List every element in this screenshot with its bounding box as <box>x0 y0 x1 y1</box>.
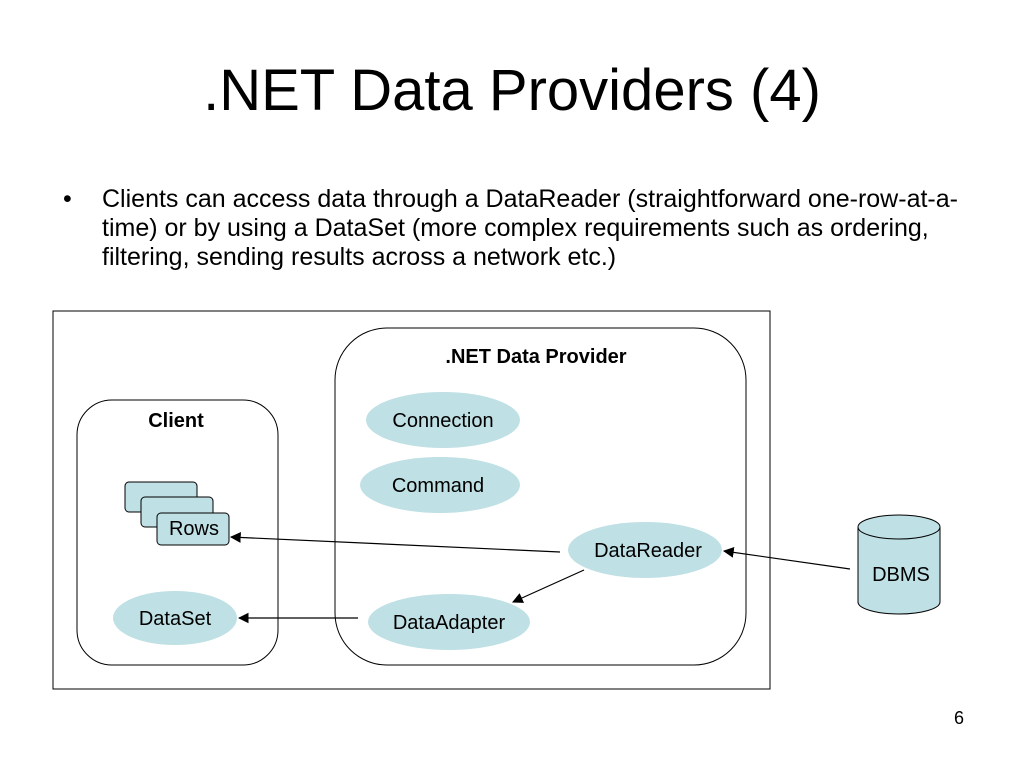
dbms-cylinder <box>857 514 941 615</box>
arrow-datareader-to-dataadapter <box>512 569 585 603</box>
page-number: 6 <box>953 708 964 728</box>
dbms-label: DBMS <box>872 564 930 586</box>
bullet-item: • Clients can access data through a Data… <box>55 185 975 272</box>
connection-oval <box>366 392 520 448</box>
datareader-oval <box>568 522 722 578</box>
dataadapter-label: DataAdapter <box>393 612 506 634</box>
command-label: Command <box>392 475 484 497</box>
dataset-label: DataSet <box>139 608 212 630</box>
command-oval <box>360 457 520 513</box>
bullet-list: • Clients can access data through a Data… <box>55 185 975 272</box>
datareader-label: DataReader <box>594 540 702 562</box>
dataadapter-oval <box>368 594 530 650</box>
provider-group-title: .NET Data Provider <box>445 346 626 368</box>
bullet-text: Clients can access data through a DataRe… <box>102 185 958 271</box>
slide-title: .NET Data Providers (4) <box>203 58 821 123</box>
connection-label: Connection <box>392 410 493 432</box>
rows-label: Rows <box>169 518 219 540</box>
arrow-dbms-to-datareader <box>722 547 851 570</box>
arrow-datareader-to-rows <box>229 532 561 553</box>
dataset-oval <box>113 591 237 645</box>
diagram-frame <box>52 310 771 690</box>
client-group-title: Client <box>148 410 204 432</box>
bullet-marker: • <box>63 185 72 213</box>
row-card-front <box>156 512 230 546</box>
